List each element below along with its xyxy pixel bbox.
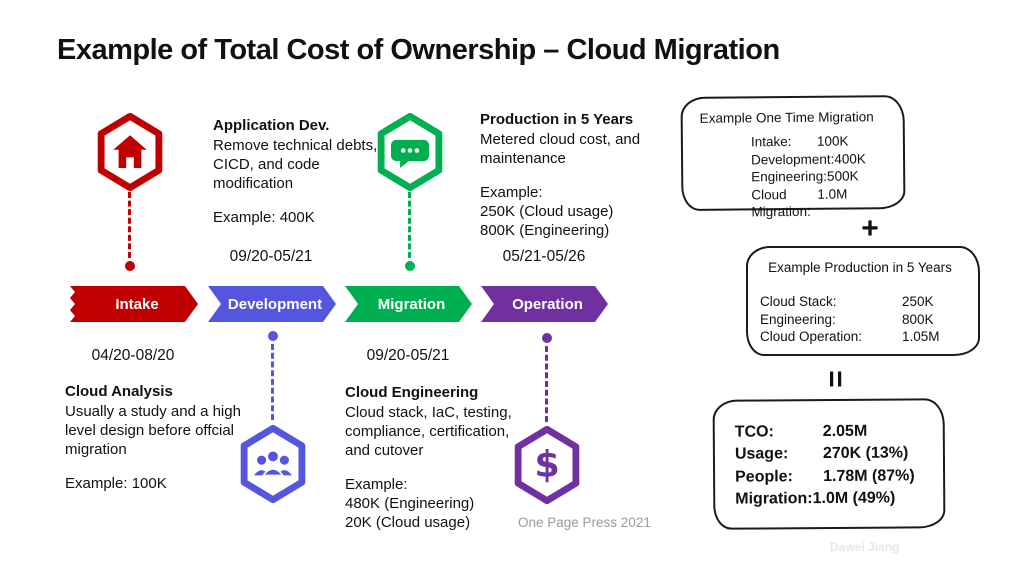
cost-value: 800K bbox=[902, 311, 934, 327]
dollar-icon: $ bbox=[534, 443, 559, 486]
note-application-dev: Application Dev. Remove technical debts,… bbox=[213, 116, 381, 227]
cost-value: 1.78M (87%) bbox=[823, 467, 915, 485]
home-icon bbox=[113, 135, 147, 168]
connector-operation-dot bbox=[542, 333, 552, 343]
note-line: 20K (Cloud usage) bbox=[345, 514, 471, 532]
note-example-label: Example: bbox=[480, 184, 543, 202]
footer-credit: One Page Press 2021 bbox=[518, 515, 651, 530]
phase-label: Operation bbox=[512, 295, 583, 313]
phase-operation: Operation bbox=[481, 286, 608, 322]
note-heading: Cloud Analysis bbox=[65, 383, 173, 400]
note-example: Example: 400K bbox=[213, 209, 315, 227]
cost-row: TCO: 2.05M bbox=[735, 420, 929, 444]
phase-migration: Migration bbox=[345, 286, 472, 322]
cost-row: Cloud Stack: 250K bbox=[760, 293, 960, 311]
cost-label: Usage: bbox=[734, 445, 789, 464]
tco-box: TCO: 2.05M Usage: 270K (13%) People: 1.7… bbox=[712, 398, 946, 530]
one-time-cost-box: Example One Time Migration Intake: 100K … bbox=[680, 95, 906, 220]
note-body: Remove technical debts, CICD, and code m… bbox=[213, 137, 378, 193]
cost-value: 1.05M bbox=[902, 329, 940, 345]
hexagon-outline bbox=[240, 424, 306, 504]
date-operation: 05/21-05/26 bbox=[502, 248, 586, 265]
development-hexagon bbox=[240, 424, 306, 504]
migration-hexagon bbox=[377, 112, 443, 192]
note-production: Production in 5 Years Metered cloud cost… bbox=[480, 110, 672, 240]
phase-label: Migration bbox=[377, 295, 446, 313]
cost-label: Development: bbox=[750, 151, 835, 167]
connector-migration bbox=[408, 192, 411, 258]
note-body: Metered cloud cost, and maintenance bbox=[480, 131, 641, 168]
cost-label: Cloud Stack: bbox=[760, 294, 837, 309]
intake-hexagon bbox=[97, 112, 163, 192]
cost-label: People: bbox=[735, 468, 793, 486]
cost-label: Cloud Migration: bbox=[751, 186, 811, 220]
note-heading: Production in 5 Years bbox=[480, 111, 634, 128]
cost-row: Usage: 270K (13%) bbox=[735, 443, 929, 467]
watermark: Dawei Jiang bbox=[830, 540, 900, 554]
note-line: 480K (Engineering) bbox=[345, 495, 475, 513]
chat-dot bbox=[400, 148, 406, 153]
page-title: Example of Total Cost of Ownership – Clo… bbox=[57, 34, 780, 66]
note-line: 800K (Engineering) bbox=[480, 222, 610, 240]
cost-label: Migration: bbox=[735, 490, 813, 508]
connector-intake bbox=[128, 192, 131, 258]
cost-row: Intake: 100K bbox=[751, 132, 875, 151]
plus-sign: + bbox=[861, 212, 879, 245]
cost-value: 500K bbox=[826, 168, 859, 184]
connector-development bbox=[271, 344, 274, 420]
chat-dot bbox=[407, 148, 413, 153]
cost-label: Engineering: bbox=[751, 168, 828, 185]
cost-value: 400K bbox=[834, 150, 866, 167]
connector-development-dot bbox=[268, 331, 278, 341]
cost-row: Engineering: 800K bbox=[760, 311, 960, 329]
note-body: Usually a study and a high level design … bbox=[65, 403, 241, 459]
cost-value: 100K bbox=[816, 133, 849, 149]
phase-development: Development bbox=[208, 286, 336, 322]
chat-dot bbox=[414, 148, 420, 153]
phase-label: Intake bbox=[115, 295, 159, 313]
date-migration: 09/20-05/21 bbox=[366, 347, 450, 364]
date-development: 09/20-05/21 bbox=[229, 248, 313, 265]
cost-row: Development: 400K bbox=[751, 150, 875, 169]
chat-icon bbox=[391, 139, 429, 168]
note-body: Cloud stack, IaC, testing, compliance, c… bbox=[345, 404, 512, 460]
note-heading: Application Dev. bbox=[213, 117, 330, 134]
equals-sign: = bbox=[819, 370, 852, 388]
box-title: Example Production in 5 Years bbox=[768, 260, 952, 275]
note-line: 250K (Cloud usage) bbox=[480, 203, 614, 221]
note-heading: Cloud Engineering bbox=[345, 384, 479, 401]
note-cloud-engineering: Cloud Engineering Cloud stack, IaC, test… bbox=[345, 383, 537, 532]
cost-value: 250K bbox=[902, 294, 934, 309]
cost-row: Cloud Operation: 1.05M bbox=[760, 328, 960, 346]
phase-intake: Intake bbox=[70, 286, 198, 322]
cost-label: TCO: bbox=[734, 423, 774, 441]
note-example: Example: 100K bbox=[65, 475, 167, 493]
box-title: Example One Time Migration bbox=[699, 109, 874, 126]
date-intake: 04/20-08/20 bbox=[91, 347, 175, 364]
connector-intake-dot bbox=[125, 261, 135, 271]
people-icon bbox=[254, 449, 292, 477]
cost-label: Intake: bbox=[750, 134, 792, 150]
note-cloud-analysis: Cloud Analysis Usually a study and a hig… bbox=[65, 382, 245, 493]
connector-operation bbox=[545, 346, 548, 422]
cost-row: Migration: 1.0M (49%) bbox=[735, 487, 929, 511]
note-example-label: Example: bbox=[345, 476, 408, 494]
cost-row: People: 1.78M (87%) bbox=[735, 465, 929, 489]
production-cost-box: Example Production in 5 Years Cloud Stac… bbox=[746, 246, 980, 356]
operation-hexagon: $ bbox=[514, 425, 580, 505]
phase-label: Development bbox=[227, 295, 323, 313]
cost-value: 1.0M (49%) bbox=[812, 489, 896, 508]
cost-value: 2.05M bbox=[822, 422, 868, 441]
cost-row: Engineering: 500K bbox=[751, 167, 875, 186]
cost-value: 270K (13%) bbox=[822, 444, 909, 463]
connector-migration-dot bbox=[405, 261, 415, 271]
cost-label: Engineering: bbox=[760, 311, 836, 327]
cost-label: Cloud Operation: bbox=[760, 329, 863, 345]
hexagon-outline bbox=[514, 425, 580, 505]
